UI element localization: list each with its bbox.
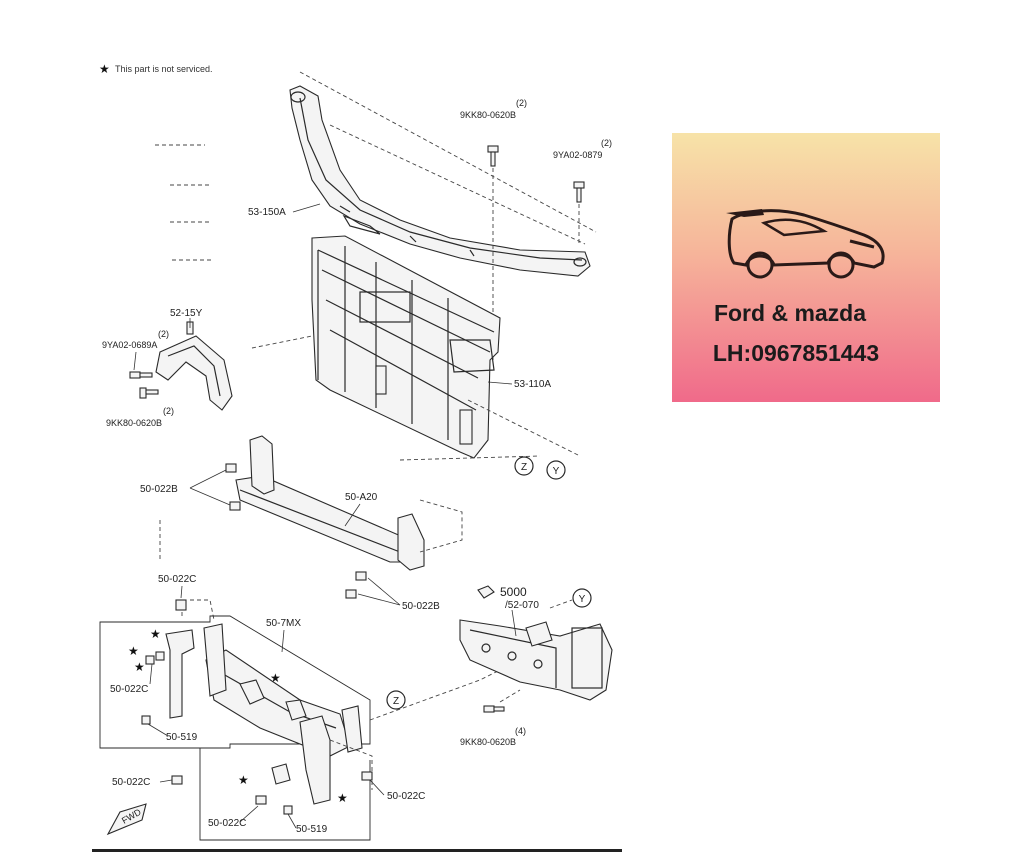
ref-label: Y xyxy=(553,466,560,477)
part-label: 50-022C xyxy=(387,791,425,802)
bolt-icon xyxy=(483,705,505,713)
reference-circle-y xyxy=(572,588,592,608)
radiator-support-frame xyxy=(311,235,501,459)
small-bracket xyxy=(271,763,291,785)
bolt-icon xyxy=(129,371,153,379)
qty-label: (2) xyxy=(516,98,527,108)
side-bracket xyxy=(165,629,195,719)
part-label: 53-110A xyxy=(514,379,551,390)
part-label: 50-022B xyxy=(402,601,440,612)
reference-circle-z xyxy=(514,456,534,476)
part-label: 5000 xyxy=(500,585,527,599)
part-label: 50-7MX xyxy=(266,618,301,629)
part-label: 52-15Y xyxy=(170,308,203,319)
qty-label: (2) xyxy=(601,138,612,148)
part-label: 9YA02-0879 xyxy=(553,150,602,160)
promo-card: Ford & mazda LH:0967851443 xyxy=(672,133,940,402)
part-label: 50-022C xyxy=(112,777,150,788)
sports-car-icon xyxy=(726,209,885,279)
part-label: 9KK80-0620B xyxy=(460,110,516,120)
bolt-icon xyxy=(141,715,151,725)
qty-label: (2) xyxy=(163,406,174,416)
ref-label: Z xyxy=(393,696,399,707)
part-label: 53-150A xyxy=(248,207,286,218)
part-label: 50-022C xyxy=(110,684,148,695)
ref-label: Z xyxy=(521,462,527,473)
bolt-icon xyxy=(283,805,293,815)
star-icon: ★ xyxy=(270,671,281,685)
promo-title: Ford & mazda xyxy=(713,300,867,326)
part-label: 50-022C xyxy=(158,574,196,585)
part-label: 50-519 xyxy=(166,732,198,743)
part-label: 9KK80-0620B xyxy=(106,418,162,428)
bolt-icon xyxy=(355,571,367,581)
bolt-icon xyxy=(225,463,237,473)
side-bracket xyxy=(299,715,331,805)
ref-label: Y xyxy=(579,594,586,605)
part-label: 50-519 xyxy=(296,824,328,835)
forward-arrow-icon: FWD xyxy=(106,803,147,836)
legend-note: This part is not serviced. xyxy=(115,64,213,74)
bolt-icon xyxy=(171,775,183,785)
part-label: 9KK80-0620B xyxy=(460,737,516,747)
part-label: 9YA02-0689A xyxy=(102,340,157,350)
part-label: 50-022C xyxy=(208,818,246,829)
star-icon: ★ xyxy=(134,660,145,674)
star-icon: ★ xyxy=(337,791,348,805)
part-label: 50-A20 xyxy=(345,492,378,503)
promo-phone: LH:0967851443 xyxy=(712,340,880,366)
qty-label: (4) xyxy=(515,726,526,736)
upper-radiator-support xyxy=(289,85,591,277)
bolt-icon xyxy=(361,771,373,781)
star-icon: ★ xyxy=(99,62,110,76)
bumper-reinforcement xyxy=(235,435,425,571)
star-icon: ★ xyxy=(128,644,139,658)
bolt-icon xyxy=(139,387,159,399)
bolt-icon xyxy=(155,651,165,661)
bolt-icon xyxy=(345,589,357,599)
part-label: 50-022B xyxy=(140,484,178,495)
bottom-rule xyxy=(92,849,622,852)
reference-circle-y xyxy=(546,460,566,480)
part-label: /52-070 xyxy=(505,600,539,611)
bolt-icon xyxy=(487,145,499,167)
bolt-icon xyxy=(477,585,495,599)
bolt-icon xyxy=(175,599,187,611)
star-icon: ★ xyxy=(150,627,161,641)
bumper-bracket-5000 xyxy=(459,619,613,701)
bolt-icon xyxy=(229,501,241,511)
bolt-icon xyxy=(573,181,585,203)
qty-label: (2) xyxy=(158,329,169,339)
star-icon: ★ xyxy=(238,773,249,787)
bolt-icon xyxy=(145,655,155,665)
reference-circle-z xyxy=(386,690,406,710)
bolt-icon xyxy=(255,795,267,805)
